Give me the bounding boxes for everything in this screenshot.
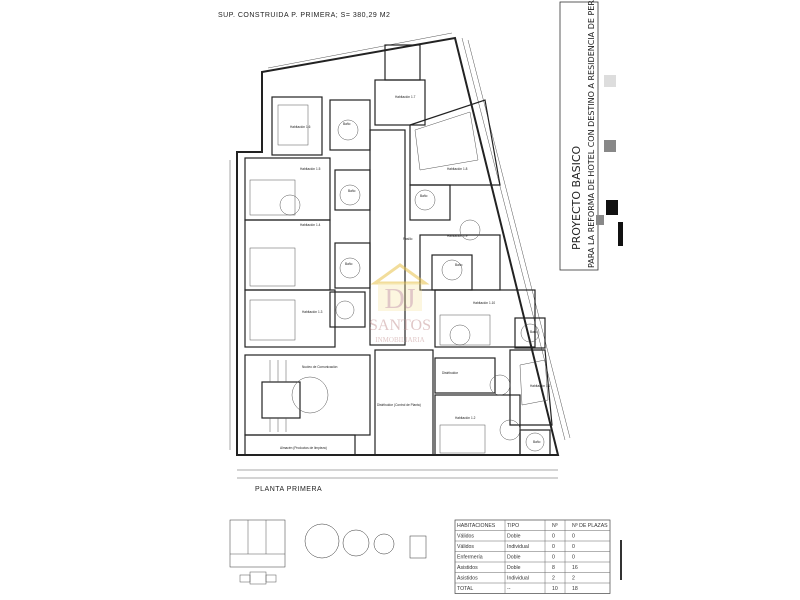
room-label: Habitación 1.5 xyxy=(300,167,321,171)
table-border xyxy=(454,519,611,594)
room-label: Habitación 1.7 xyxy=(395,95,416,99)
room-label: Habitación 1.4 xyxy=(300,223,321,227)
room-label: Distribuidor (Control de Planta) xyxy=(377,403,421,407)
table-cell: 0 xyxy=(552,555,555,561)
room-label: Habitación 1.1 xyxy=(530,384,551,388)
table-header: HABITACIONES xyxy=(457,523,496,529)
room-label: Habitación 1.3 xyxy=(302,310,323,314)
table-cell: 8 xyxy=(552,565,555,571)
furniture-details xyxy=(229,519,427,585)
table-cell: -- xyxy=(507,586,511,592)
table-cell: 2 xyxy=(552,576,555,582)
room-label: Almacén (Productos de limpieza) xyxy=(280,446,327,450)
room-label: Pasillo xyxy=(403,237,413,241)
bath-label: Baño xyxy=(345,262,353,266)
room-label: Habitación 1.6 xyxy=(290,125,311,129)
project-subtitle: PARA LA REFORMA DE HOTEL CON DESTINO A R… xyxy=(587,0,596,268)
table-header: TIPO xyxy=(507,523,519,529)
table-cell: 0 xyxy=(572,534,575,540)
table-cell: TOTAL xyxy=(457,586,473,592)
table-header: Nº xyxy=(552,523,558,529)
bath-label: Baño xyxy=(455,263,463,267)
watermark-logo-text: DJ xyxy=(384,284,415,315)
bath-label: Baño xyxy=(533,440,541,444)
table-cell: Doble xyxy=(507,555,521,561)
project-title: PROYECTO BASICO xyxy=(570,145,583,250)
table-cell: Válidos xyxy=(457,534,474,540)
room-label: Nucleo de Comunicación xyxy=(302,365,338,369)
table-cell: Válidos xyxy=(457,544,474,550)
room-label: Habitación 1.8 xyxy=(447,167,468,171)
bath-label: Baño xyxy=(343,122,351,126)
table-cell: 0 xyxy=(572,544,575,550)
surface-label: SUP. CONSTRUIDA P. PRIMERA; S= 380,29 M2 xyxy=(218,12,390,19)
building-outline xyxy=(229,32,571,479)
table-cell: Individual xyxy=(507,576,529,582)
watermark-name: SANTOS xyxy=(369,317,431,334)
room-label: Distribuidor xyxy=(442,371,459,375)
table-cell: 0 xyxy=(552,534,555,540)
plan-name: PLANTA PRIMERA xyxy=(255,486,322,493)
table-cell: 0 xyxy=(552,544,555,550)
bath-label: Baño xyxy=(348,189,356,193)
table-cell: Doble xyxy=(507,534,521,540)
room-label: Habitación 1.10 xyxy=(473,301,495,305)
bath-label: Baño xyxy=(530,330,538,334)
table-cell: 18 xyxy=(572,586,578,592)
table-cell: 2 xyxy=(572,576,575,582)
title-block: PROYECTO BASICO PARA LA REFORMA DE HOTEL… xyxy=(559,0,599,271)
bath-label: Baño xyxy=(420,194,428,198)
table-cell: Enfermería xyxy=(457,555,483,561)
room-label: Habitación 1.2 xyxy=(455,416,476,420)
table-cell: Asistidos xyxy=(457,576,478,582)
room-label: Habitación 1.9 xyxy=(447,234,468,238)
table-cell: 10 xyxy=(552,586,558,592)
table-header: Nº DE PLAZAS xyxy=(572,523,608,529)
rooms: Habitación 1.6 Habitación 1.5 Habitación… xyxy=(244,44,553,456)
table-cell: Individual xyxy=(507,544,529,550)
scan-marks xyxy=(596,75,623,580)
table-cell: Asistidos xyxy=(457,565,478,571)
table-cell: Doble xyxy=(507,565,521,571)
table-cell: 16 xyxy=(572,565,578,571)
watermark-logo: DJ SANTOS INMOBILIARIA xyxy=(369,263,431,344)
table-cell: 0 xyxy=(572,555,575,561)
watermark-sub: INMOBILIARIA xyxy=(375,336,424,344)
